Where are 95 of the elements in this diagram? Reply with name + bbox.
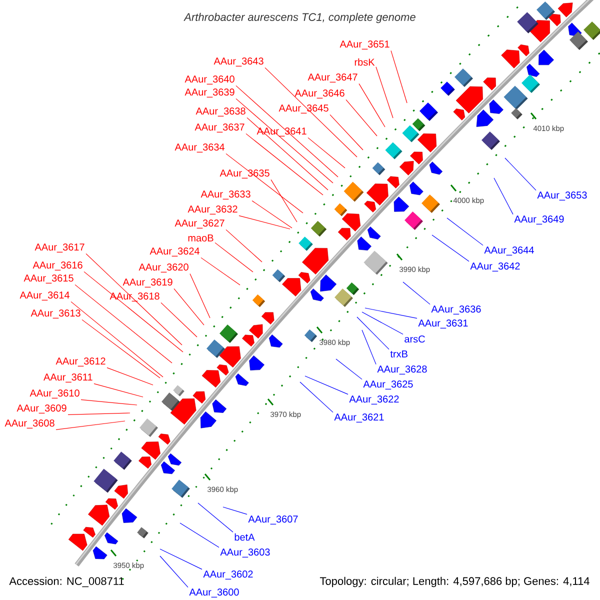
leader-line <box>56 420 126 430</box>
leader-line <box>190 273 210 318</box>
leader-line <box>330 114 364 150</box>
leader-line <box>246 117 328 190</box>
leader-line <box>214 242 254 272</box>
leader-line <box>94 383 144 398</box>
leader-line <box>236 98 334 184</box>
gene-label: AAur_3634 <box>174 144 224 152</box>
gene-label: AAur_3646 <box>294 90 344 98</box>
genome-info-text: Topology: circular; Length: 4,597,686 bp; Genes: 4,114 <box>320 576 590 588</box>
accession-text: Accession: NC_008711 <box>9 576 124 588</box>
leader-line <box>82 319 160 378</box>
gene-label: AAur_3622 <box>349 396 399 404</box>
leader-line <box>358 83 386 128</box>
gene-label: AAur_3639 <box>184 88 234 98</box>
gene-label: AAur_3633 <box>200 190 250 200</box>
leader-line <box>304 376 348 395</box>
leader-line <box>390 50 408 104</box>
leader-line <box>160 302 198 338</box>
leader-line <box>160 548 202 570</box>
gene-label: AAur_3647 <box>308 74 358 82</box>
gene-label: AAur_3612 <box>56 358 106 366</box>
leader-line <box>106 367 154 386</box>
gene-label: trxB <box>390 350 408 358</box>
leader-line <box>180 522 220 548</box>
gene-label: AAur_3643 <box>214 58 264 66</box>
leader-line <box>308 137 346 168</box>
gene-label: AAur_3617 <box>34 244 84 252</box>
leader-line <box>346 99 378 136</box>
gene-label: AAur_3653 <box>537 192 587 200</box>
leader-line <box>74 284 172 364</box>
leader-line <box>336 358 362 380</box>
gene-label: AAur_3609 <box>16 404 66 414</box>
gene-label: maoB <box>188 234 214 242</box>
gene-label: AAur_3625 <box>363 380 413 390</box>
gene-label: AAur_3619 <box>122 278 172 288</box>
gene-label: AAur_3627 <box>174 220 224 228</box>
gene-label: AAur_3651 <box>340 40 390 50</box>
leader-line <box>364 308 418 319</box>
leader-line <box>198 502 234 532</box>
leader-line <box>236 85 338 178</box>
gene-label: AAur_3638 <box>196 108 246 116</box>
leader-line <box>246 133 324 196</box>
gene-label: arsC <box>404 335 425 343</box>
leader-line <box>226 229 262 262</box>
gene-label: AAur_3602 <box>203 570 253 580</box>
leader-line <box>446 218 484 246</box>
gene-label: AAur_3620 <box>138 264 188 272</box>
gene-label: AAur_3600 <box>189 588 239 598</box>
leader-line <box>402 282 430 305</box>
leader-line <box>494 178 514 215</box>
leader-line <box>84 271 184 352</box>
gene-label: AAur_3615 <box>24 274 74 284</box>
leader-line <box>300 382 334 413</box>
gene-label: rbsK <box>354 58 375 66</box>
leader-line <box>376 66 394 118</box>
leader-line <box>160 556 188 588</box>
gene-label: AAur_3637 <box>194 124 244 132</box>
leader-line <box>356 316 390 350</box>
gene-label: AAur_3616 <box>32 262 82 270</box>
gene-label: AAur_3608 <box>4 420 54 428</box>
leader-line <box>226 153 304 214</box>
gene-label: AAur_3649 <box>514 216 564 224</box>
leader-line <box>68 412 130 415</box>
gene-label: AAur_3642 <box>470 262 520 272</box>
leader-line <box>86 253 182 346</box>
leader-line <box>504 158 536 191</box>
gene-label: AAur_3621 <box>334 414 384 422</box>
gene-label: AAur_3644 <box>484 246 534 256</box>
leader-line <box>174 288 204 326</box>
gene-label: AAur_3610 <box>30 390 80 398</box>
gene-label: AAur_3613 <box>30 310 80 318</box>
leader-line <box>362 312 404 335</box>
leader-line <box>270 179 298 222</box>
gene-label: AAur_3607 <box>248 516 298 524</box>
leader-line <box>238 215 290 230</box>
leader-line <box>252 200 292 228</box>
gene-label: AAur_3631 <box>418 320 468 328</box>
leader-line <box>80 399 138 406</box>
leader-line <box>264 67 358 158</box>
leader-line <box>222 506 248 515</box>
gene-label: AAur_3624 <box>150 248 200 256</box>
gene-label: betA <box>234 533 255 541</box>
leader-line <box>70 301 164 378</box>
gene-label: AAur_3632 <box>188 206 238 214</box>
gene-label: AAur_3614 <box>20 292 70 300</box>
gene-label: AAur_3611 <box>44 374 92 382</box>
gene-label: AAur_3640 <box>184 76 234 84</box>
gene-label: AAur_3603 <box>220 548 270 558</box>
title: Arthrobacter aurescens TC1, complete genome <box>184 12 416 24</box>
leader-line <box>362 330 376 365</box>
leader-line <box>432 234 470 262</box>
gene-label: AAur_3636 <box>431 306 481 314</box>
gene-label: AAur_3628 <box>377 366 427 374</box>
leader-line <box>200 257 240 286</box>
